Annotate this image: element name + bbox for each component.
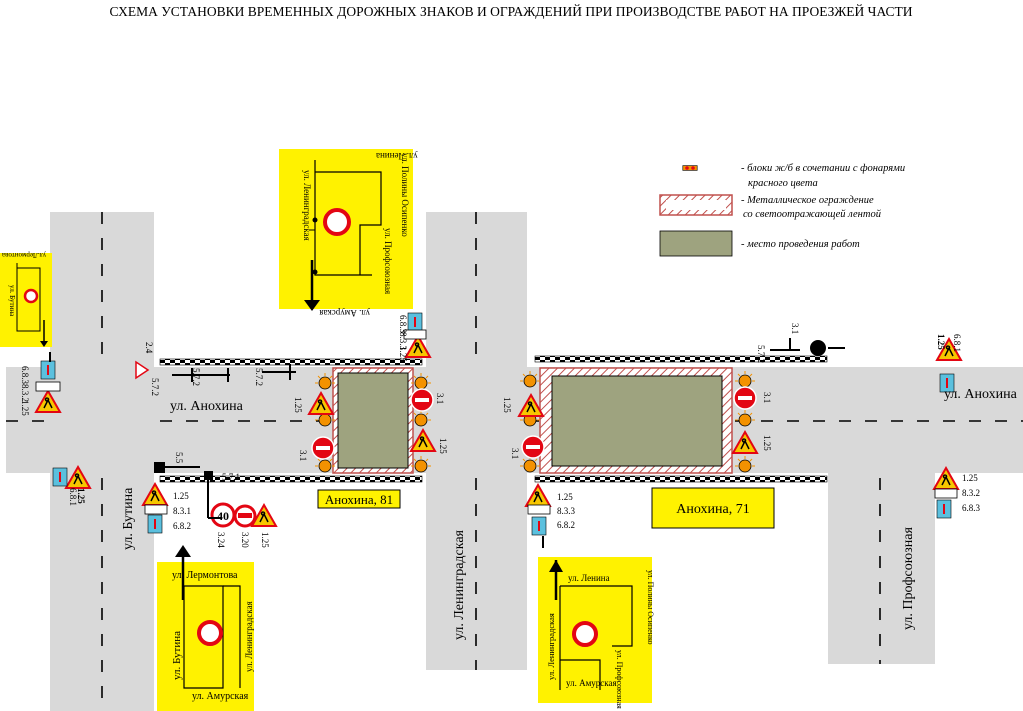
- code-324: 3.24: [216, 532, 226, 548]
- legend-blocks-1: - блоки ж/б в сочетании с фонарями: [741, 163, 905, 174]
- code-682-a: 6.8.2: [173, 521, 191, 531]
- work-zone-71: [539, 367, 733, 474]
- code-125-j: 1.25: [76, 488, 86, 504]
- inset-left-butina: ул. Бутина: [8, 285, 16, 317]
- sign-posts: [49, 338, 845, 548]
- code-125-b: 1.25: [438, 438, 448, 454]
- address-81: Анохина, 81: [317, 489, 401, 509]
- inset-bc-osipenko: ул. Полины Осипенко: [646, 570, 655, 644]
- inset-top-profsoyuznaya: ул. Профсоюзная: [383, 228, 393, 294]
- work-zone-81: [332, 367, 414, 474]
- inset-top-leningradskaya: ул. Ленинградская: [302, 170, 312, 241]
- inset-bl-butina: ул. Бутина: [171, 631, 183, 680]
- address-71-label: Анохина, 71: [676, 502, 749, 517]
- code-24: 2.4: [144, 342, 154, 354]
- address-71: Анохина, 71: [651, 487, 775, 529]
- code-55: 5.5: [174, 452, 184, 464]
- code-683-l: 6.8.3: [20, 366, 30, 385]
- code-572-a: 5.7.2: [150, 378, 160, 396]
- roads: [6, 212, 1023, 711]
- code-833-top: 8.3.3: [398, 332, 408, 351]
- inset-left: ул.Лермонтова ул. Бутина: [0, 251, 52, 347]
- code-572-d: 5.7.2: [756, 345, 766, 363]
- code-125-d: 1.25: [762, 435, 772, 451]
- inset-top-osipenko: ул. Полины Осипенко: [400, 153, 410, 237]
- inset-bottom-left: ул. Лермонтова ул. Бутина ул. Ленинградс…: [157, 545, 254, 711]
- inset-bc-amurskaya: ул. Амурская: [566, 678, 617, 688]
- code-125-a: 1.25: [293, 397, 303, 413]
- code-682-b: 6.8.2: [557, 520, 575, 530]
- legend: - блоки ж/б в сочетании с фонарями красн…: [659, 163, 905, 257]
- code-125-c: 1.25: [502, 397, 512, 413]
- code-572-c: 5.7.2: [254, 368, 264, 386]
- code-683-b: 6.8.3: [962, 503, 981, 513]
- page-title: СХЕМА УСТАНОВКИ ВРЕМЕННЫХ ДОРОЖНЫХ ЗНАКО…: [109, 4, 912, 19]
- code-125-i: 1.25: [936, 334, 946, 350]
- code-125-e: 1.25: [173, 491, 189, 501]
- inset-bl-lermontova: ул. Лермонтова: [172, 570, 238, 581]
- inset-bl-amurskaya: ул. Амурская: [192, 691, 249, 702]
- street-leningradskaya: ул. Ленинградская: [452, 529, 467, 640]
- code-832-b: 8.3.2: [962, 488, 980, 498]
- street-butina: ул. Бутина: [121, 487, 136, 550]
- code-31-e: 3.1: [790, 323, 800, 334]
- fence-strips: [159, 355, 828, 483]
- code-831: 8.3.1: [173, 506, 191, 516]
- code-572-b: 5.7.2: [191, 368, 201, 386]
- street-anokhina-left: ул. Анохина: [170, 399, 244, 414]
- legend-work: - место проведения работ: [741, 239, 860, 250]
- code-31-d: 3.1: [762, 392, 772, 403]
- inset-bc-leningradskaya: ул. Ленинградская: [546, 613, 556, 680]
- code-125-h: 1.25: [962, 473, 978, 483]
- code-125-g: 1.25: [557, 492, 573, 502]
- speed-limit-value: 40: [217, 509, 229, 523]
- code-125-f: 1.25: [260, 532, 270, 548]
- sign-codes: 1.25 3.1 3.1 1.25 1.25 3.1 3.1 1.25 6.8.…: [20, 315, 981, 548]
- inset-top-lenina: ул. Ленина: [376, 151, 418, 161]
- legend-fence-2: со светоотражающей лентой: [743, 209, 882, 220]
- inset-top: ул. Ленина ул. Полины Осипенко ул. Ленин…: [279, 149, 418, 318]
- street-anokhina-right: ул. Анохина: [944, 387, 1018, 402]
- code-681-b: 6.8.1: [68, 488, 78, 506]
- code-320: 3.20: [240, 532, 250, 548]
- inset-bottom-center: ул. Ленина ул. Полины Осипенко ул. Ленин…: [538, 557, 655, 709]
- code-833-b: 8.3.3: [557, 506, 576, 516]
- inset-bl-leningradskaya: ул. Ленинградская: [244, 601, 254, 672]
- inset-left-lermontova: ул.Лермонтова: [1, 251, 46, 259]
- yield-sign: [135, 360, 150, 380]
- code-125-top: 1.25: [398, 346, 408, 362]
- code-681-a: 6.8.1: [952, 334, 962, 352]
- code-683-top: 6.8.3: [398, 315, 408, 334]
- code-31-b: 3.1: [435, 393, 445, 404]
- code-31-c: 3.1: [510, 448, 520, 459]
- inset-bc-lenina: ул. Ленина: [568, 573, 610, 583]
- code-571: 5.7.1: [222, 472, 240, 482]
- legend-fence-1: - Металлическое ограждение: [741, 195, 874, 206]
- street-profsoyuznaya: ул. Профсоюзная: [901, 527, 916, 630]
- code-125-l: 1.25: [20, 400, 30, 416]
- inset-top-amurskaya: ул. Амурская: [319, 308, 370, 318]
- legend-blocks-2: красного цвета: [748, 178, 818, 189]
- speed-limit-sign: 40: [210, 502, 257, 528]
- info-signs: [35, 312, 958, 536]
- inset-bc-profsoyuznaya: ул. Профсоюзная: [615, 650, 624, 709]
- code-31-a: 3.1: [298, 450, 308, 461]
- code-832-l: 8.3.2: [20, 384, 30, 402]
- address-81-label: Анохина, 81: [325, 492, 393, 507]
